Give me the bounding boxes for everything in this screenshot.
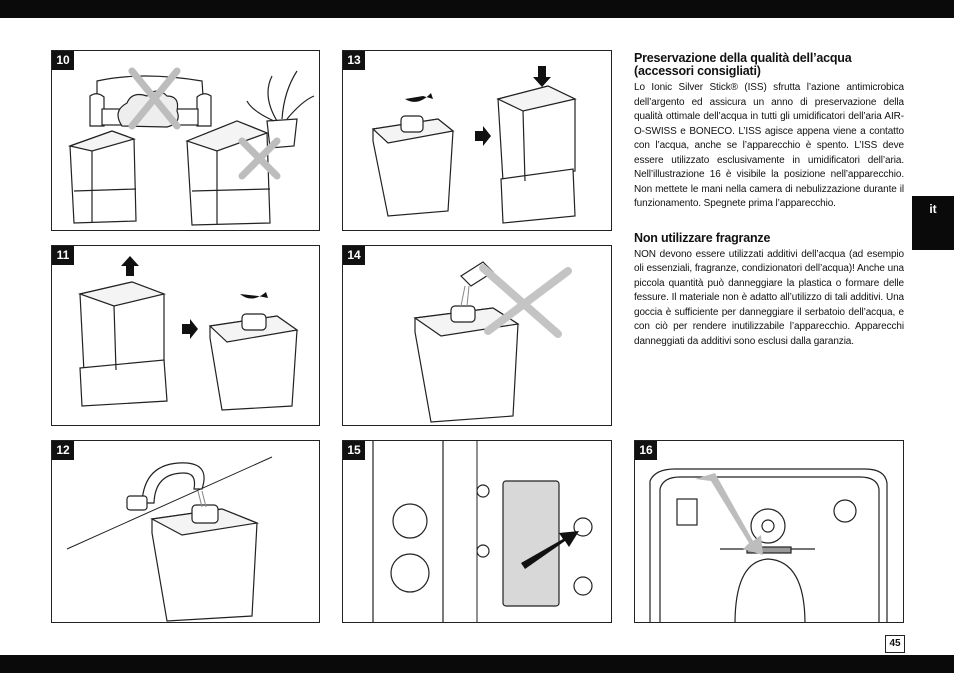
figure-number: 10 (52, 51, 74, 70)
figure-16: 16 (634, 440, 904, 623)
section-body-no-fragrances: NON devono essere utilizzati additivi de… (634, 248, 904, 347)
figure-14: 14 (342, 245, 612, 426)
figure-13-illustration (371, 66, 577, 224)
language-tab: it (912, 196, 954, 250)
figure-10-illustration (67, 67, 315, 226)
section-title-water-quality: Preservazione della qualità dell’acqua (… (634, 51, 852, 78)
figure-number: 12 (52, 441, 74, 460)
figure-12: 12 (51, 440, 320, 623)
page-number: 45 (885, 635, 905, 653)
figure-number: 14 (343, 246, 365, 265)
section-title-no-fragrances: Non utilizzare fragranze (634, 230, 771, 245)
figure-16-illustration (649, 468, 888, 622)
figure-14-illustration (413, 261, 572, 423)
section-body-water-quality: Lo Ionic Silver Stick® (ISS) sfrutta l’a… (634, 82, 904, 209)
bottom-bar (0, 655, 954, 673)
figure-11: 11 (51, 245, 320, 426)
figure-13: 13 (342, 50, 612, 231)
figure-number: 16 (635, 441, 657, 460)
top-bar (0, 0, 954, 18)
figure-number: 15 (343, 441, 365, 460)
figure-number: 11 (52, 246, 74, 265)
figure-10: 10 (51, 50, 320, 231)
figure-12-illustration (66, 456, 273, 622)
text-column: Preservazione della qualità dell’acqua (… (634, 52, 904, 349)
figure-11-illustration (77, 256, 299, 411)
figure-15-illustration (372, 441, 593, 622)
figure-15: 15 (342, 440, 612, 623)
figure-number: 13 (343, 51, 365, 70)
